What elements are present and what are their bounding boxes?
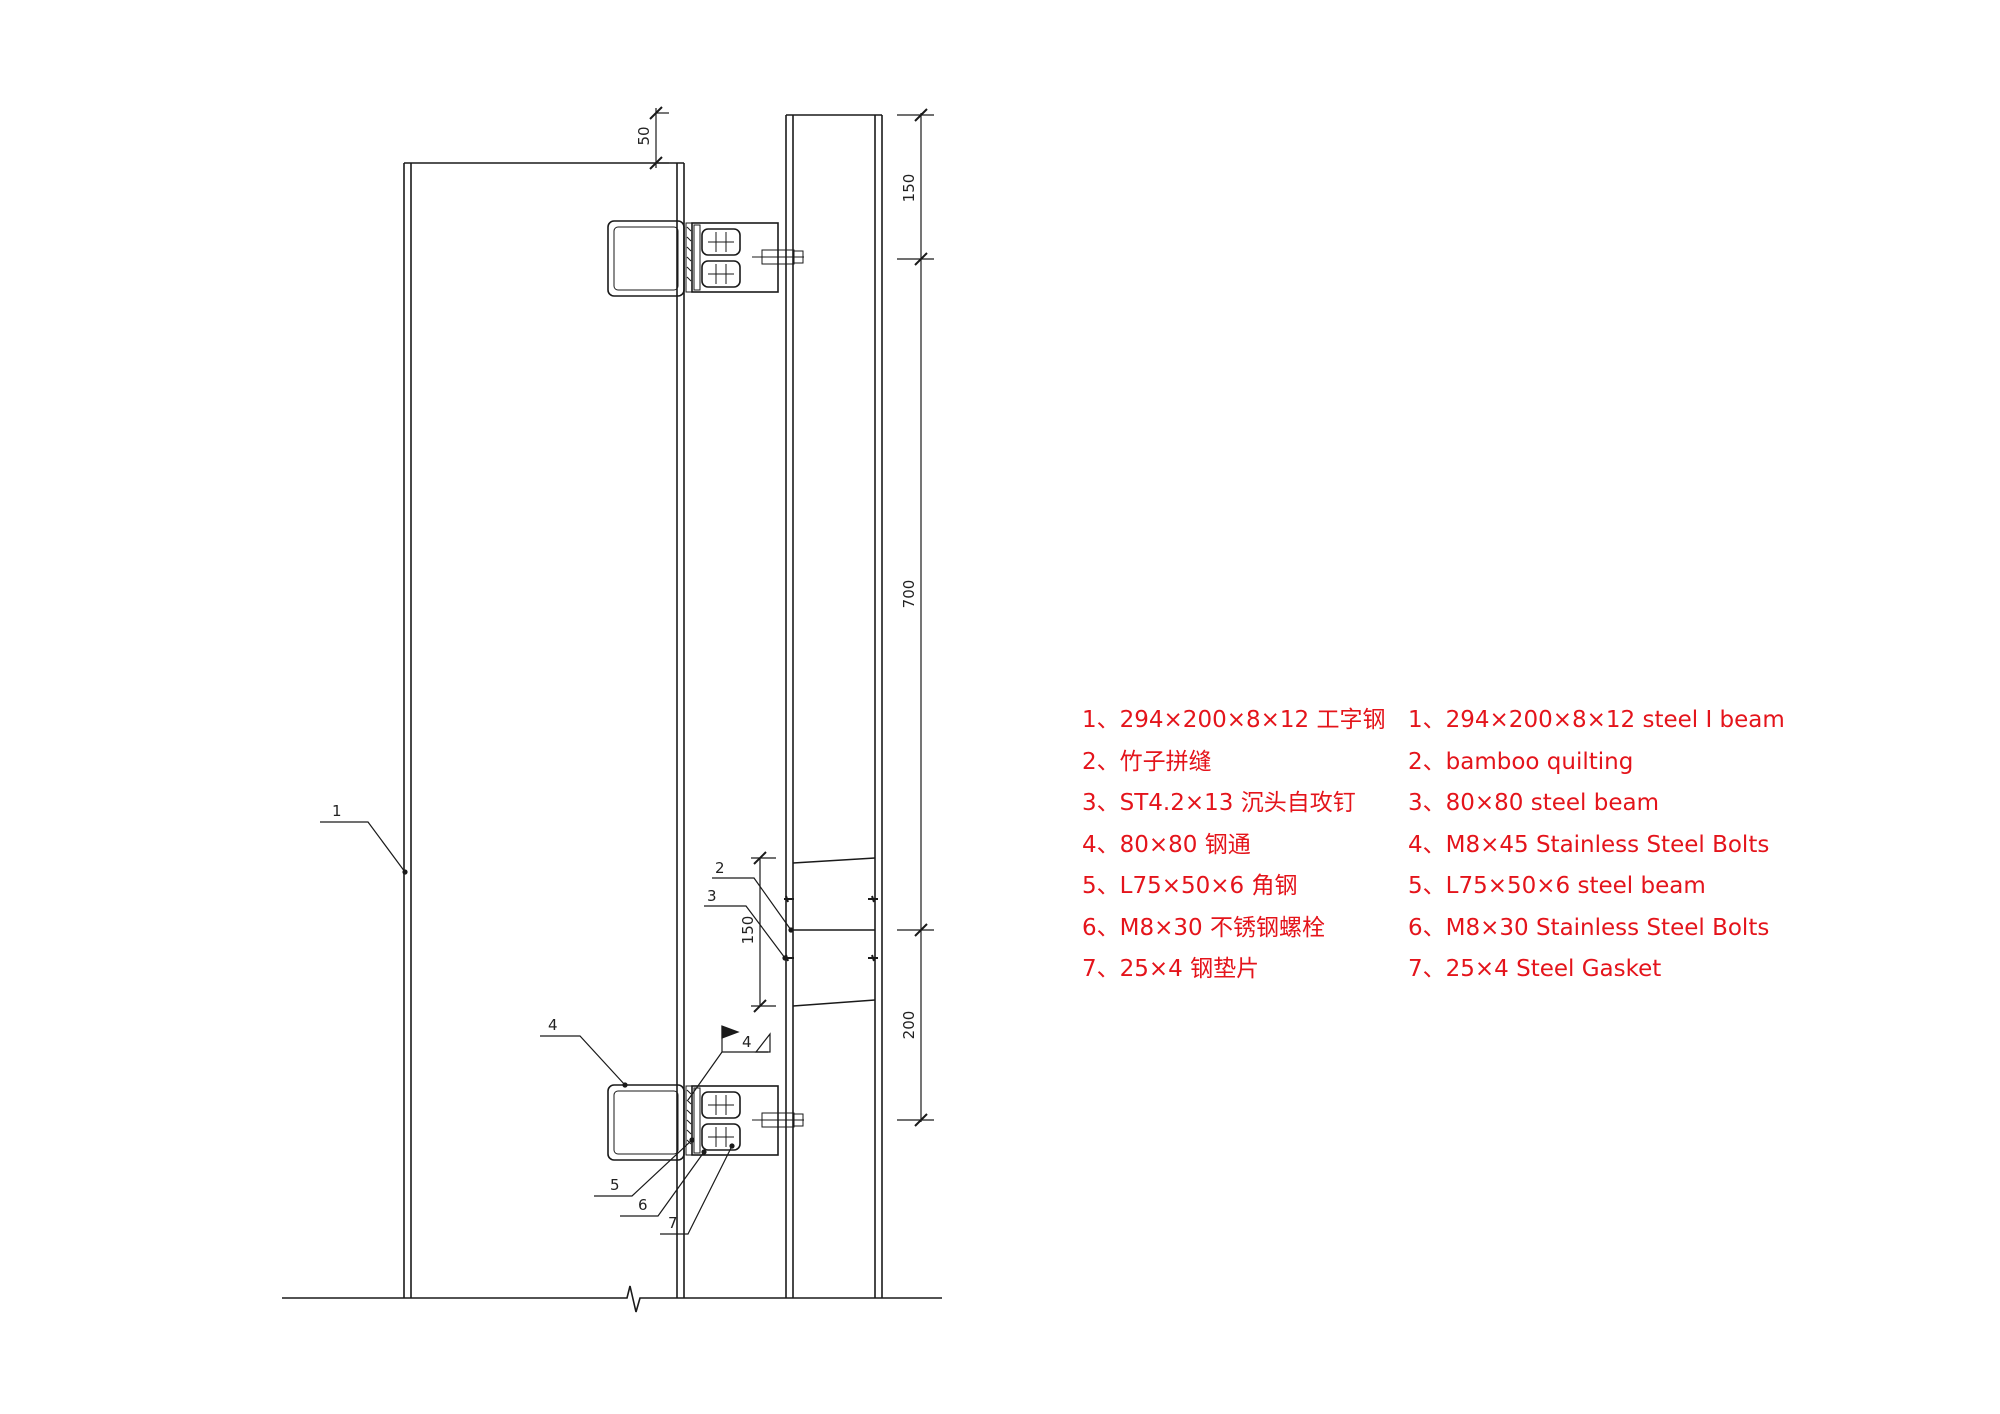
legend-cn-item-5: 5、L75×50×6 角钢 (1082, 873, 1298, 899)
legend-cn-item-6: 6、M8×30 不锈钢螺栓 (1082, 914, 1325, 941)
legend-cn-item-1: 1、294×200×8×12 工字钢 (1082, 707, 1386, 733)
joint-spacing-label: 150 (739, 916, 757, 945)
right-post (785, 114, 883, 1298)
dimension-label-200: 200 (900, 1011, 918, 1040)
callout-1: 1 (332, 802, 342, 820)
leader-7 (660, 1145, 733, 1235)
legend-en-item-3: 3、80×80 steel beam (1408, 790, 1660, 816)
i-beam-column (403, 162, 685, 1298)
leader-2 (712, 877, 792, 931)
legend-cn-item-3: 3、ST4.2×13 沉头自攻钉 (1082, 790, 1356, 816)
top-gap-label: 50 (635, 126, 653, 145)
legend-cn-item-7: 7、25×4 钢垫片 (1082, 956, 1260, 982)
callout-5: 5 (610, 1176, 620, 1194)
legend-en-item-4: 4、M8×45 Stainless Steel Bolts (1408, 831, 1770, 858)
dimension-label-150: 150 (900, 174, 918, 203)
top-gap-dimension (649, 106, 669, 170)
bamboo-joints (784, 857, 878, 1007)
legend-cn-item-2: 2、竹子拼缝 (1082, 748, 1212, 775)
leader-4 (540, 1035, 626, 1086)
top-connection (607, 220, 804, 297)
dimension-label-700: 700 (900, 580, 918, 609)
callout-6: 6 (638, 1196, 648, 1214)
legend-en-item-1: 1、294×200×8×12 steel Ⅰ beam (1408, 707, 1785, 733)
right-dimension-chain (897, 108, 934, 1127)
leader-6 (620, 1151, 705, 1217)
legend-en-item-2: 2、bamboo quilting (1408, 748, 1634, 775)
ground-line (282, 1285, 942, 1313)
legend-chinese: 1、294×200×8×12 工字钢 2、竹子拼缝 3、ST4.2×13 沉头自… (1082, 700, 1385, 991)
legend-english: 1、294×200×8×12 steel Ⅰ beam 2、bamboo qui… (1408, 700, 1785, 991)
weld-symbol (687, 1025, 771, 1101)
leader-1 (320, 821, 406, 873)
leader-5 (594, 1139, 693, 1197)
leader-3 (704, 905, 786, 959)
legend-cn-item-4: 4、80×80 钢通 (1082, 831, 1251, 858)
callout-3: 3 (707, 887, 717, 905)
callout-4: 4 (548, 1016, 558, 1034)
legend-en-item-5: 5、L75×50×6 steel beam (1408, 873, 1706, 899)
legend-en-item-7: 7、25×4 Steel Gasket (1408, 956, 1662, 982)
legend-en-item-6: 6、M8×30 Stainless Steel Bolts (1408, 914, 1770, 941)
callout-2: 2 (715, 859, 725, 877)
callout-7: 7 (668, 1214, 678, 1232)
joint-spacing-dimension (751, 851, 776, 1013)
weld-symbol-label: 4 (742, 1033, 752, 1051)
bottom-connection (607, 1084, 804, 1161)
callout-leaders (320, 821, 794, 1235)
